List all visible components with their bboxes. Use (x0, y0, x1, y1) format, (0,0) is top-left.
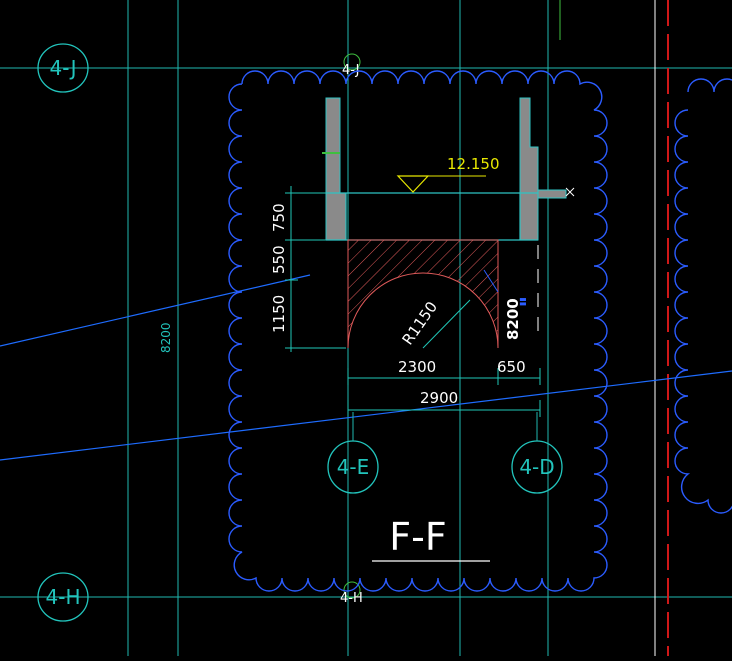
blue-line-lower (0, 370, 732, 461)
horizontal-dimensions: 2300 650 2900 (347, 358, 541, 417)
vertical-dimensions: 750 550 1150 (270, 186, 346, 352)
vdim-550: 550 (270, 245, 288, 274)
section-title-text: F-F (389, 515, 446, 559)
axis-marker-top (343, 53, 361, 71)
section-title: F-F (372, 515, 490, 562)
vdim-750: 750 (270, 203, 288, 232)
section-structure: R1150 8200 ▮▮ (322, 97, 575, 349)
elevation-value: 12.150 (447, 155, 500, 173)
hdim-2300: 2300 (398, 358, 436, 376)
hdim-2900: 2900 (420, 389, 458, 407)
left-dim-label: 8200 (159, 322, 173, 353)
axis-text-top: 4-J (342, 63, 360, 78)
vdim-1150: 1150 (270, 295, 288, 333)
bubble-circle (37, 572, 89, 622)
revision-cloud-main (228, 70, 608, 592)
break-mark-2 (565, 187, 575, 197)
bubble-label: 4-J (50, 56, 77, 80)
radius-label: R1150 (399, 298, 442, 348)
bubble-label: 4-H (46, 585, 81, 609)
right-wall (519, 97, 539, 241)
bubble-label: 4-E (337, 455, 370, 479)
height-label: 8200 (504, 298, 522, 340)
hatched-beam (347, 239, 499, 349)
radius-leader (422, 299, 471, 349)
elevation-mark: 12.150 (396, 155, 500, 193)
blue-leader (483, 269, 499, 293)
right-cantilever (537, 189, 567, 199)
revision-cloud-right (674, 78, 732, 514)
axis-bubble-4j[interactable]: 4-J (37, 43, 89, 93)
axis-bubble-4e[interactable]: 4-E (327, 440, 379, 494)
hdim-650: 650 (497, 358, 526, 376)
elevation-triangle (396, 175, 430, 193)
axis-text-bottom: 4-H (340, 591, 363, 606)
blue-line-upper (0, 274, 311, 347)
blue-note: ▮▮ (518, 297, 527, 306)
bubble-label: 4-D (519, 455, 554, 479)
bubble-circle (37, 43, 89, 93)
left-wall (325, 97, 347, 241)
axis-bubble-4d[interactable]: 4-D (511, 440, 563, 494)
axis-bubble-4h[interactable]: 4-H (37, 572, 89, 622)
